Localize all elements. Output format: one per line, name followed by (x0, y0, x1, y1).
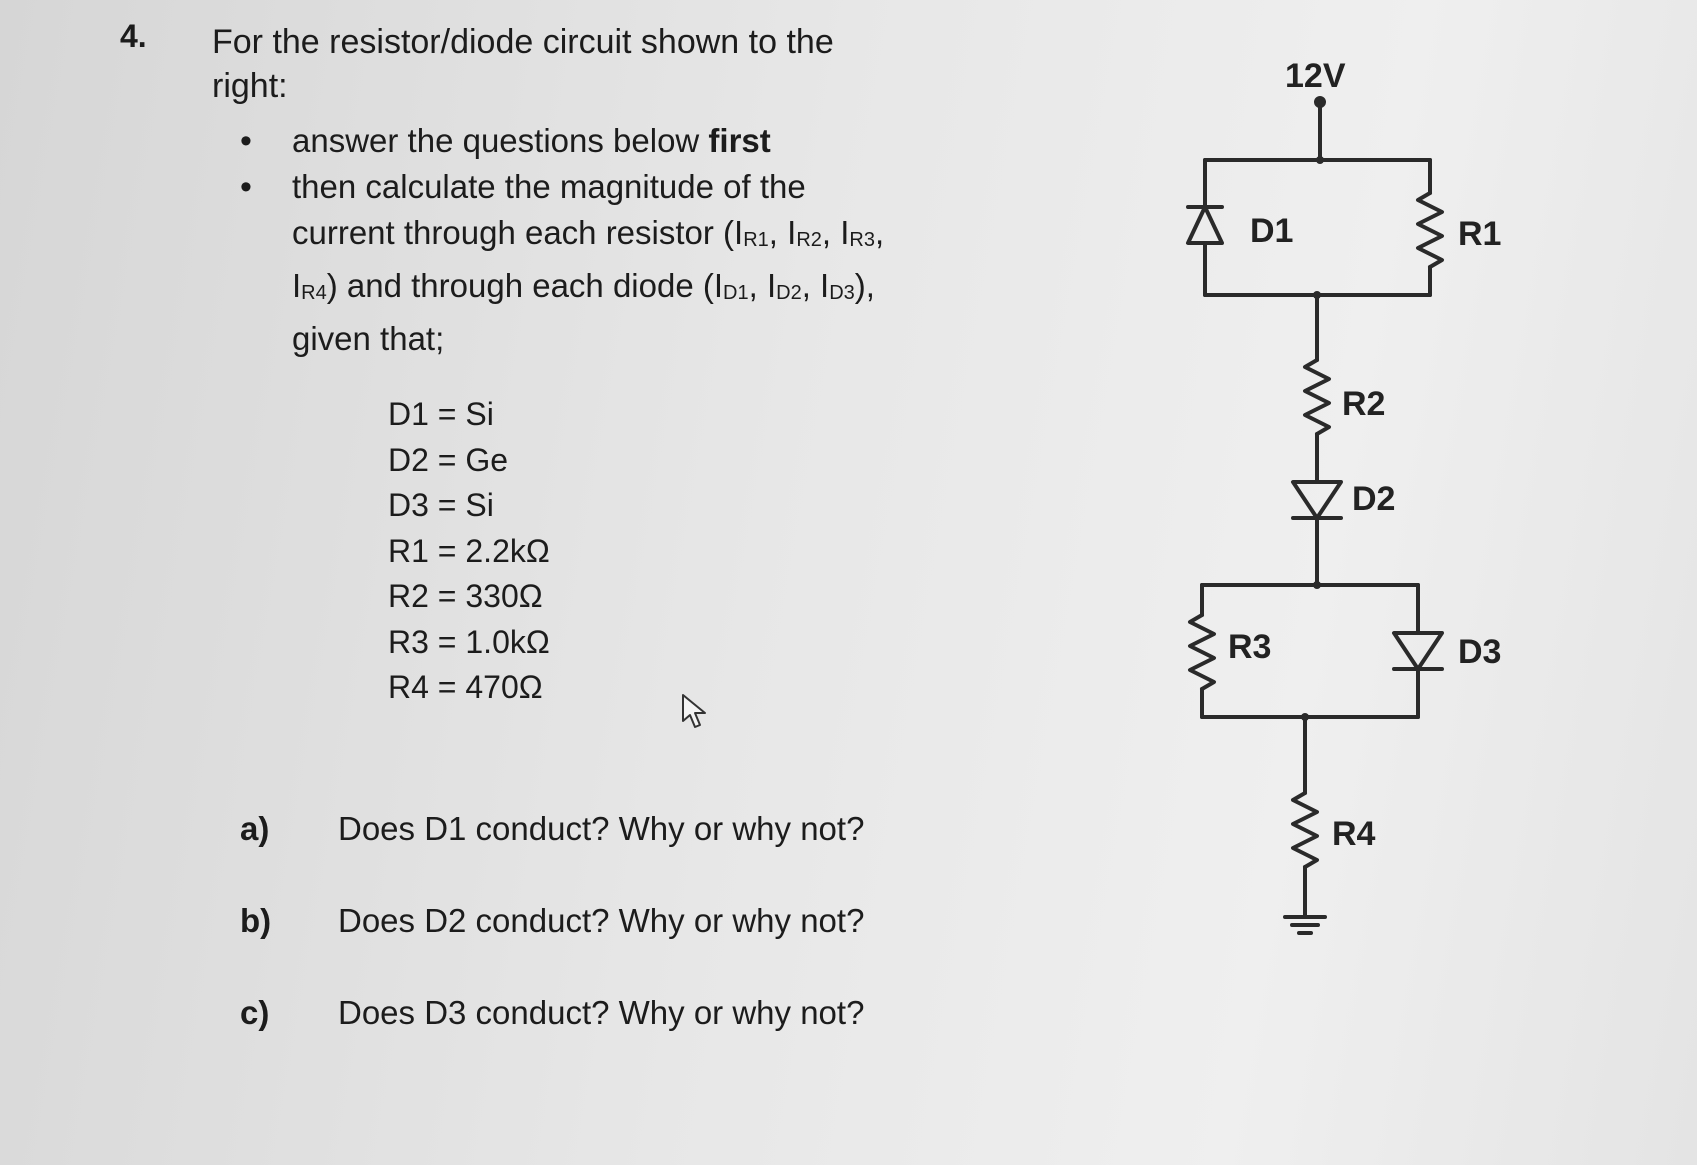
r2-label: R2 (1342, 385, 1385, 423)
given-r3: R3 = 1.0kΩ (388, 623, 550, 660)
d3-diode-symbol (1392, 631, 1444, 671)
given-d3: D3 = Si (388, 487, 494, 523)
ground-icon (1283, 915, 1327, 935)
subquestion-c: c) Does D3 conduct? Why or why not? (240, 994, 864, 1032)
instruction-item: •answer the questions below first (240, 118, 900, 164)
subquestion-a: a) Does D1 conduct? Why or why not? (240, 810, 864, 848)
subquestion-text: Does D3 conduct? Why or why not? (338, 994, 865, 1031)
r3-resistor-symbol (1188, 613, 1216, 691)
bullet-icon: • (240, 122, 252, 160)
mouse-pointer-icon (682, 694, 706, 728)
given-r1: R1 = 2.2kΩ (388, 532, 550, 569)
subquestion-label: c) (240, 994, 270, 1031)
r4-label: R4 (1332, 815, 1376, 853)
question-number: 4. (120, 18, 147, 54)
given-r2: R2 = 330Ω (388, 578, 543, 614)
r2-resistor-symbol (1303, 358, 1331, 436)
supply-label: 12V (1285, 57, 1346, 95)
d3-label: D3 (1458, 633, 1501, 671)
instruction-list: •answer the questions below first •then … (240, 118, 900, 362)
question-intro: For the resistor/diode circuit shown to … (212, 23, 834, 105)
r3-label: R3 (1228, 628, 1271, 666)
given-r4: R4 = 470Ω (388, 669, 543, 705)
given-values: D1 = Si D2 = Ge D3 = Si R1 = 2.2kΩ R2 = … (388, 392, 550, 711)
subquestion-text: Does D1 conduct? Why or why not? (338, 810, 865, 847)
bullet-icon: • (240, 168, 252, 206)
r1-resistor-symbol (1416, 191, 1444, 269)
given-d1: D1 = Si (388, 396, 494, 432)
r4-resistor-symbol (1291, 791, 1319, 869)
given-d2: D2 = Ge (388, 441, 509, 478)
subquestion-b: b) Does D2 conduct? Why or why not? (240, 902, 864, 940)
junction-dots (1301, 156, 1324, 721)
instruction-item: •then calculate the magnitude of the cur… (240, 164, 900, 362)
d1-label: D1 (1250, 212, 1293, 250)
subquestion-label: a) (240, 810, 270, 847)
circuit-diagram: 12V D1 R1 R2 D2 R3 D3 R4 (1186, 57, 1501, 935)
d2-label: D2 (1352, 480, 1395, 518)
subquestion-label: b) (240, 902, 272, 939)
d1-diode-symbol (1186, 205, 1224, 245)
subquestion-text: Does D2 conduct? Why or why not? (338, 902, 865, 939)
r1-label: R1 (1458, 215, 1501, 253)
d2-diode-symbol (1291, 480, 1343, 520)
